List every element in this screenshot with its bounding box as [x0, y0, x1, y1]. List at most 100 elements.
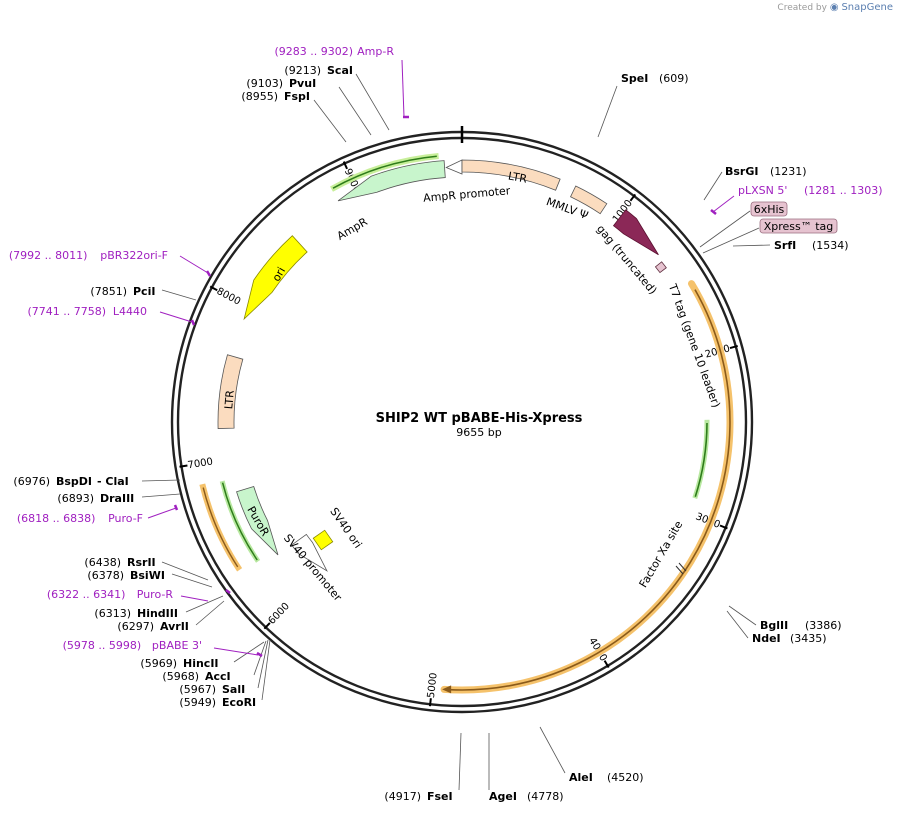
site-leader: [458, 732, 462, 791]
tag-label: Xpress™ tag: [764, 220, 834, 233]
insert-orf: [449, 289, 731, 691]
site-name-rsrii: RsrII: [127, 556, 156, 569]
primer-range: (1281 .. 1303): [804, 184, 883, 197]
site-leader: [141, 479, 181, 482]
primer-range: (9283 .. 9302): [274, 45, 353, 58]
primer-range: (7741 .. 7758): [27, 305, 106, 318]
site-pos-acci: (5968): [162, 670, 199, 683]
site-name-bspdi: BspDI: [56, 475, 92, 488]
site-pos-rsrii: (6438): [84, 556, 121, 569]
ampr-promoter-arrow: [445, 159, 463, 175]
site-leader: [161, 561, 209, 581]
tag-leader: [699, 210, 751, 248]
site-pos-srfi: (1534): [812, 239, 849, 252]
tick-label: 6000: [266, 601, 292, 627]
tick-mark: [603, 660, 610, 669]
site-leader: [597, 85, 618, 138]
site-pos-bsrgi: (1231): [770, 165, 807, 178]
tick-label: 7000: [187, 457, 214, 472]
site-name-srfi: SrfI: [774, 239, 796, 252]
site-leader: [253, 640, 267, 676]
tag-label: 6xHis: [754, 203, 785, 216]
site-name-acci: AccI: [205, 670, 231, 683]
site-pos-alei: (4520): [607, 771, 644, 784]
site-leader: [233, 641, 265, 663]
site-name-fsei: FseI: [427, 790, 453, 803]
factor-xa-marker-a: [675, 565, 684, 575]
sv40-promoter-arrow: [291, 533, 328, 572]
site-leader: [141, 493, 181, 498]
site-name-ecori: EcoRI: [222, 696, 256, 709]
primer-name: pBR322ori-F: [100, 249, 168, 262]
ampr-orf: [332, 155, 437, 189]
tick-mark: [209, 285, 218, 292]
primer-range: (7992 .. 8011): [9, 249, 88, 262]
feature-label-ori: ori: [270, 265, 288, 284]
site-leader: [313, 99, 347, 143]
tick-mark: [428, 698, 432, 707]
primer-name: Puro-R: [137, 588, 174, 601]
site-pos-bglii: (3386): [805, 619, 842, 632]
site-name-draiii: DraIII: [100, 492, 134, 505]
primer-bar: [205, 270, 212, 277]
site-name-bsiwi: BsiWI: [130, 569, 165, 582]
site-pos-scai: (9213): [284, 64, 321, 77]
tag-box: [759, 218, 838, 234]
snapgene-logo-icon: ◉: [829, 2, 839, 13]
site-leader: [171, 573, 213, 588]
ampr-arrow: [337, 160, 446, 202]
site-leader: [726, 610, 749, 639]
site-leader: [161, 289, 197, 301]
puror-arrow: [236, 485, 279, 556]
primer-bar: [256, 651, 263, 658]
primer-range: (6322 .. 6341): [47, 588, 126, 601]
site-name-hincii: HincII: [183, 657, 219, 670]
factor-xa-marker-b: [678, 562, 687, 572]
insert-arrow-head: [442, 685, 452, 694]
site-name-sali: SalI: [222, 683, 245, 696]
left-orf: [202, 487, 239, 568]
ltr-top-box: [461, 159, 561, 191]
primer-leader: [159, 311, 193, 323]
site-pos-fspi: (8955): [241, 90, 278, 103]
site-name-bsrgi: BsrGI: [725, 165, 758, 178]
site-pos-agei: (4778): [527, 790, 564, 803]
primer-bar: [710, 209, 717, 215]
site-leader: [539, 726, 566, 774]
site-name-ndei: NdeI: [752, 632, 781, 645]
site-name-alei: AleI: [569, 771, 593, 784]
primer-bar: [225, 589, 231, 594]
tag-box: [750, 201, 788, 217]
site-pos-draiii: (6893): [57, 492, 94, 505]
ori-arrow: [243, 235, 308, 321]
site-name-hindiii: HindIII: [137, 607, 178, 620]
feature-label-ampr: AmpR: [335, 215, 370, 243]
tick-mark: [342, 161, 348, 170]
primer-bar: [190, 319, 196, 326]
primer-name: pLXSN 5': [738, 184, 787, 197]
primer-range: (5978 .. 5998): [63, 639, 142, 652]
site-leader: [338, 86, 372, 136]
watermark-brand: SnapGene: [841, 2, 893, 13]
site-pos-bsiwi: (6378): [87, 569, 124, 582]
inner-orf-highlight: [692, 419, 710, 499]
site-name-bglii: BglII: [760, 619, 788, 632]
ltr-left-box: [217, 354, 244, 429]
site-name-pvui: PvuI: [289, 77, 316, 90]
site-name-agei: AgeI: [489, 790, 517, 803]
site-pos-hincii: (5969): [140, 657, 177, 670]
site-leader: [703, 171, 723, 201]
site-pos-spei: (609): [659, 72, 689, 85]
feature-layer: [199, 153, 734, 694]
site-pos-pvui: (9103): [246, 77, 283, 90]
snapgene-watermark: Created by ◉ SnapGene: [777, 2, 893, 13]
tick-mark: [729, 344, 738, 350]
watermark-prefix: Created by: [777, 3, 827, 13]
tag-leader: [702, 227, 760, 254]
primer-leader: [180, 595, 209, 602]
left-orf-highlight: [199, 483, 243, 572]
site-leader: [261, 639, 271, 701]
primer-leader: [712, 195, 735, 213]
site-leader: [355, 73, 390, 131]
